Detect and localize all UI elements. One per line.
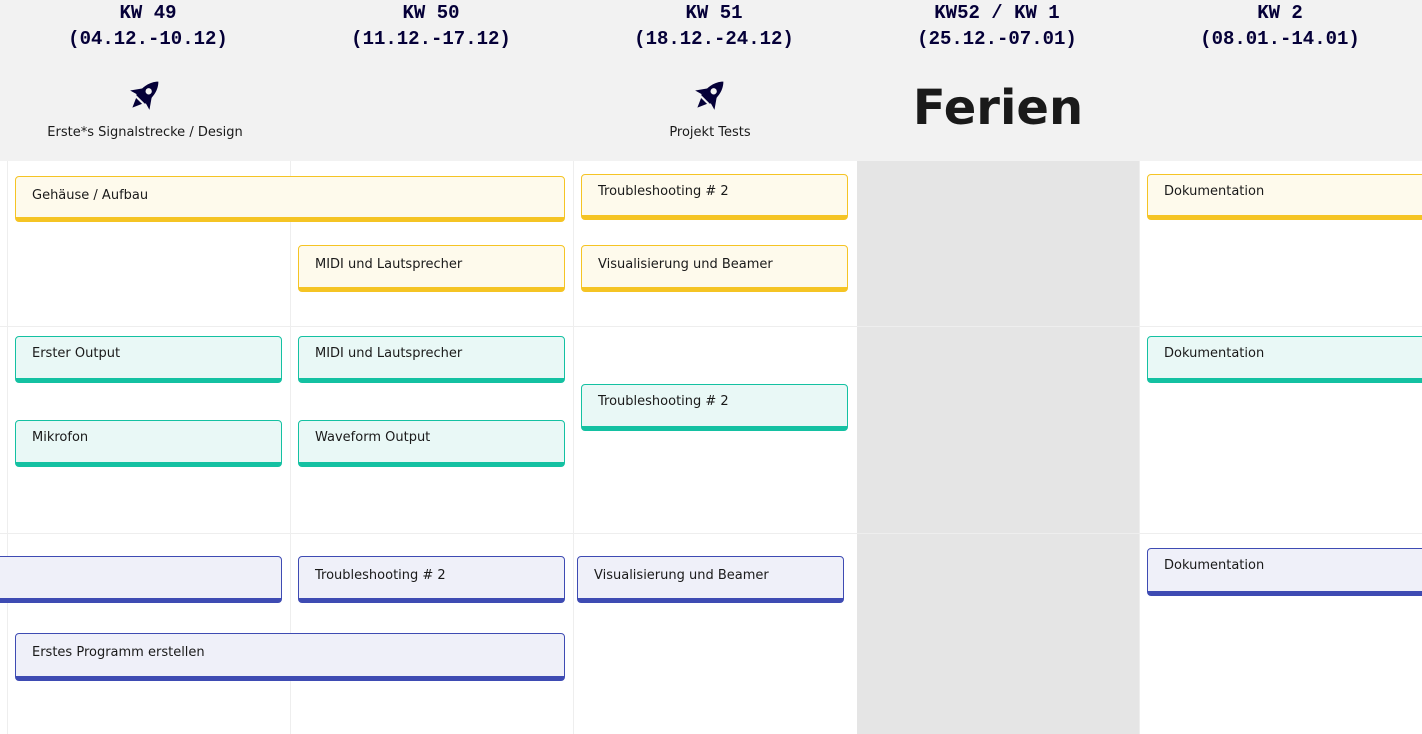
task-card[interactable]: Gehäuse / Aufbau [15,176,565,222]
week-column-header: KW 51 (18.12.-24.12) [574,0,854,52]
grid-divider [1139,161,1140,734]
week-column-header: KW 50 (11.12.-17.12) [291,0,571,52]
task-card[interactable] [0,556,282,603]
milestone-projekt-tests[interactable]: Projekt Tests [570,74,850,140]
week-dates: (08.01.-14.01) [1200,28,1360,50]
holiday-label: Ferien [912,80,1084,136]
task-card[interactable]: MIDI und Lautsprecher [298,336,565,383]
week-dates: (18.12.-24.12) [634,28,794,50]
swimlane-divider [0,533,1422,534]
holiday-column [857,161,1139,734]
swimlane-divider [0,326,1422,327]
task-card[interactable]: Troubleshooting # 2 [581,174,848,220]
week-column-header: KW 2 (08.01.-14.01) [1140,0,1420,52]
week-column-header: KW52 / KW 1 (25.12.-07.01) [857,0,1137,52]
grid-divider [573,161,574,734]
rocket-icon [130,81,159,110]
week-label: KW 51 [685,2,743,24]
grid-divider [7,161,8,734]
task-card[interactable]: Visualisierung und Beamer [577,556,844,603]
week-label: KW 50 [402,2,460,24]
timeline-header: KW 49 (04.12.-10.12) KW 50 (11.12.-17.12… [0,0,1422,161]
task-card[interactable]: Troubleshooting # 2 [298,556,565,603]
task-card[interactable]: Erstes Programm erstellen [15,633,565,681]
task-card[interactable]: MIDI und Lautsprecher [298,245,565,292]
week-label: KW 49 [119,2,177,24]
task-card[interactable]: Visualisierung und Beamer [581,245,848,292]
task-card[interactable]: Erster Output [15,336,282,383]
task-card[interactable]: Troubleshooting # 2 [581,384,848,431]
week-label: KW 2 [1257,2,1303,24]
milestone-label: Erste*s Signalstrecke / Design [47,125,243,140]
task-card[interactable]: Waveform Output [298,420,565,467]
grid-divider [290,161,291,734]
week-dates: (11.12.-17.12) [351,28,511,50]
task-card[interactable]: Dokumentation [1147,548,1422,596]
milestone-signalstrecke[interactable]: Erste*s Signalstrecke / Design [5,74,285,140]
week-column-header: KW 49 (04.12.-10.12) [8,0,288,52]
week-dates: (04.12.-10.12) [68,28,228,50]
rocket-icon [695,81,724,110]
week-dates: (25.12.-07.01) [917,28,1077,50]
task-card[interactable]: Mikrofon [15,420,282,467]
task-card[interactable]: Dokumentation [1147,336,1422,383]
task-card[interactable]: Dokumentation [1147,174,1422,220]
week-label: KW52 / KW 1 [934,2,1060,24]
milestone-label: Projekt Tests [669,125,751,140]
